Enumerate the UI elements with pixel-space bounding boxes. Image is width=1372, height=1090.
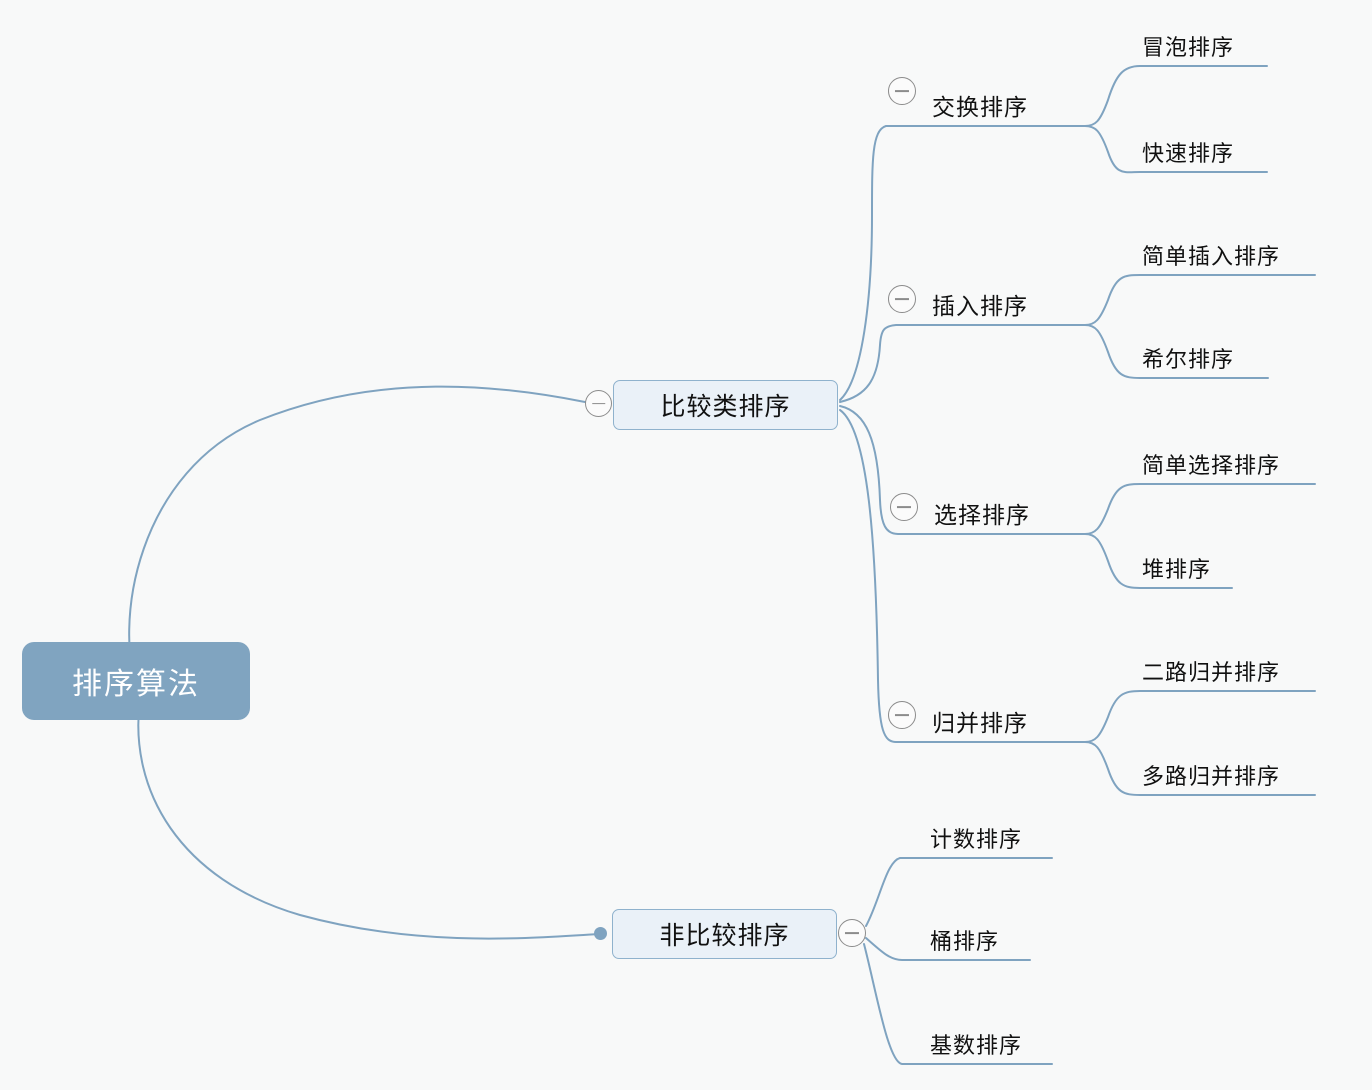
toggle-merge[interactable] xyxy=(888,701,916,729)
leaf-label-bucket: 桶排序 xyxy=(930,929,1000,954)
edge-exchange-quick xyxy=(1084,125,1268,174)
edge-noncompare-bucket xyxy=(865,937,1031,961)
toggle-insert[interactable] xyxy=(888,285,916,313)
subbranch-merge[interactable]: 归并排序 xyxy=(932,692,1082,742)
edge-root-compare xyxy=(128,385,586,701)
toggle-exchange[interactable] xyxy=(888,77,916,105)
leaf-counting[interactable]: 计数排序 xyxy=(930,808,1052,858)
branch-node-noncompare[interactable]: 非比较排序 xyxy=(612,909,837,959)
edge-insert-shell xyxy=(1084,324,1269,379)
root-node[interactable]: 排序算法 xyxy=(22,642,250,720)
leaf-label-two-way-merge: 二路归并排序 xyxy=(1142,660,1281,685)
connector-dot-noncompare xyxy=(594,927,607,940)
leaf-heap[interactable]: 堆排序 xyxy=(1142,538,1232,588)
leaf-multi-way-merge[interactable]: 多路归并排序 xyxy=(1142,745,1315,795)
leaf-quick[interactable]: 快速排序 xyxy=(1142,122,1267,172)
edge-select-simple xyxy=(1084,483,1316,535)
leaf-label-shell: 希尔排序 xyxy=(1142,347,1235,372)
subbranch-label-exchange: 交换排序 xyxy=(932,94,1028,120)
leaf-bucket[interactable]: 桶排序 xyxy=(930,910,1030,960)
edge-compare-exchange xyxy=(839,125,1086,401)
edge-root-noncompare xyxy=(137,699,601,940)
leaf-shell[interactable]: 希尔排序 xyxy=(1142,328,1268,378)
subbranch-label-merge: 归并排序 xyxy=(932,710,1028,736)
leaf-label-simple-insert: 简单插入排序 xyxy=(1142,244,1281,269)
subbranch-label-insert: 插入排序 xyxy=(932,293,1028,319)
edge-noncompare-counting xyxy=(865,857,1053,927)
edge-merge-multiway xyxy=(1084,741,1316,796)
edge-compare-merge xyxy=(839,409,1086,743)
leaf-radix[interactable]: 基数排序 xyxy=(930,1014,1052,1064)
leaf-simple-select[interactable]: 简单选择排序 xyxy=(1142,434,1315,484)
branch-label-noncompare: 非比较排序 xyxy=(659,922,790,950)
leaf-label-counting: 计数排序 xyxy=(930,827,1023,852)
leaf-simple-insert[interactable]: 简单插入排序 xyxy=(1142,225,1315,275)
root-label: 排序算法 xyxy=(72,668,200,701)
edge-select-heap xyxy=(1084,533,1233,589)
leaf-label-simple-select: 简单选择排序 xyxy=(1142,453,1281,478)
toggle-noncompare[interactable] xyxy=(838,919,866,947)
edge-merge-twoway xyxy=(1084,690,1316,743)
branch-node-compare[interactable]: 比较类排序 xyxy=(613,380,838,430)
toggle-select[interactable] xyxy=(890,493,918,521)
edge-exchange-bubble xyxy=(1084,65,1268,127)
leaf-two-way-merge[interactable]: 二路归并排序 xyxy=(1142,641,1315,691)
subbranch-label-select: 选择排序 xyxy=(934,502,1030,528)
leaf-label-multi-way-merge: 多路归并排序 xyxy=(1142,764,1281,789)
leaf-label-heap: 堆排序 xyxy=(1142,557,1212,582)
edge-insert-simple xyxy=(1084,274,1316,326)
edge-compare-select xyxy=(839,405,1086,535)
branch-label-compare: 比较类排序 xyxy=(660,393,791,421)
toggle-compare[interactable] xyxy=(585,390,612,417)
subbranch-select[interactable]: 选择排序 xyxy=(934,484,1084,534)
leaf-bubble[interactable]: 冒泡排序 xyxy=(1142,16,1267,66)
leaf-label-radix: 基数排序 xyxy=(930,1033,1023,1058)
edge-noncompare-radix xyxy=(863,943,1053,1065)
subbranch-insert[interactable]: 插入排序 xyxy=(932,275,1082,325)
edge-compare-insert xyxy=(839,324,1086,403)
leaf-label-bubble: 冒泡排序 xyxy=(1142,35,1235,60)
subbranch-exchange[interactable]: 交换排序 xyxy=(932,76,1082,126)
leaf-label-quick: 快速排序 xyxy=(1142,141,1235,166)
